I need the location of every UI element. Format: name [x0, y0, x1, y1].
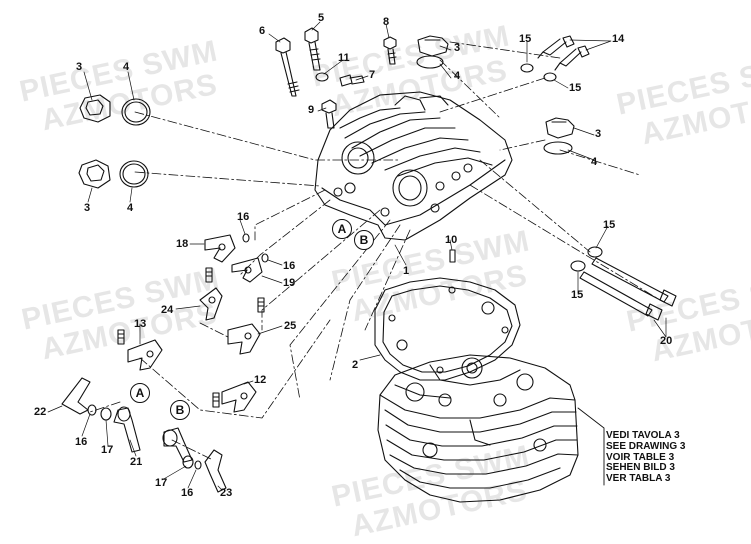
note-line: VER TABLA 3	[606, 473, 671, 485]
bolt-9	[321, 99, 337, 129]
note-line: VEDI TAVOLA 3	[606, 430, 680, 441]
callout-13: 13	[134, 318, 147, 330]
washer-16-d	[194, 460, 202, 470]
rocker-arm-24	[199, 287, 223, 321]
callout-16: 16	[237, 211, 250, 223]
callout-15: 15	[569, 82, 582, 94]
reference-circle-a: A	[332, 219, 352, 239]
o-ring-15-b	[543, 72, 557, 82]
cylinder-head	[377, 354, 579, 503]
rocker-arm-12	[221, 381, 257, 413]
callout-17: 17	[101, 444, 114, 456]
washer-16-c	[87, 404, 97, 416]
callout-23: 23	[220, 487, 233, 499]
callout-3: 3	[84, 202, 91, 214]
callout-17: 17	[155, 477, 168, 489]
o-ring-15-a	[520, 63, 534, 73]
washer-17-b	[182, 455, 194, 469]
callout-6: 6	[259, 25, 266, 37]
callout-24: 24	[161, 304, 174, 316]
callout-11: 11	[338, 52, 350, 64]
callout-15: 15	[603, 219, 616, 231]
rocker-arm-13	[127, 339, 163, 371]
plug-right-top	[417, 35, 449, 57]
callout-14: 14	[612, 33, 625, 45]
callout-19: 19	[283, 277, 296, 289]
exploded-parts-diagram: PIECES SWM AZMOTORS PIECES SWM AZMOTORS …	[17, 12, 751, 544]
callout-5: 5	[318, 12, 325, 24]
callout-22: 22	[34, 406, 47, 418]
long-bolt-20-b	[579, 271, 663, 321]
seal-ring-left-bottom-inner	[122, 163, 146, 185]
lever-23	[204, 449, 227, 493]
bolt-8	[383, 36, 397, 65]
callout-16: 16	[283, 260, 296, 272]
seal-right-top	[416, 55, 444, 69]
reference-circle-b: B	[354, 230, 374, 250]
callout-21: 21	[130, 456, 143, 468]
note-line: SEE DRAWING 3	[606, 440, 686, 452]
callout-4: 4	[123, 61, 130, 73]
callout-4: 4	[591, 156, 598, 168]
callout-1: 1	[403, 265, 410, 277]
seal-ring-left-top	[121, 98, 151, 126]
adjuster-screws	[117, 267, 265, 408]
washer-16-a	[242, 233, 250, 243]
note-line: VOIR TABLE 3	[606, 451, 675, 463]
dowel-10	[449, 249, 456, 263]
callout-16: 16	[181, 487, 194, 499]
callout-20: 20	[660, 335, 673, 347]
shaft-b	[162, 427, 193, 463]
washer-16-b	[261, 253, 269, 263]
lever-22	[61, 377, 91, 415]
washer-17-a	[100, 407, 112, 421]
callout-7: 7	[369, 69, 376, 81]
rocker-cover	[314, 91, 513, 241]
rocker-arm-18	[204, 234, 236, 263]
o-ring-15-c	[587, 246, 603, 258]
callout-4: 4	[454, 70, 461, 82]
seal-ring-left-top-inner	[124, 101, 148, 123]
plug-right-middle	[545, 117, 575, 139]
callout-15: 15	[519, 33, 532, 45]
stud-5	[304, 27, 321, 71]
o-ring-15-d	[570, 260, 586, 272]
reference-note: VEDI TAVOLA 3 SEE DRAWING 3 VOIR TABLE 3…	[606, 430, 686, 485]
bolt-7	[339, 74, 365, 87]
callout-9: 9	[308, 104, 315, 116]
callout-16: 16	[75, 436, 88, 448]
callout-leaders	[47, 21, 667, 491]
long-bolt-20-a	[591, 257, 677, 307]
shaft-21	[113, 406, 141, 453]
diagram-drawing	[47, 21, 677, 503]
rocker-arm-19	[231, 257, 263, 283]
seal-ring-left-bottom	[119, 160, 149, 188]
note-line: SEHEN BILD 3	[606, 462, 675, 474]
rocker-arm-25	[227, 323, 261, 355]
callout-18: 18	[176, 238, 189, 250]
callout-15: 15	[571, 289, 584, 301]
stud-14-lower	[554, 45, 590, 71]
callout-4: 4	[127, 202, 134, 214]
callout-3: 3	[76, 61, 83, 73]
bolt-6	[275, 37, 300, 97]
note-bracket	[577, 407, 605, 486]
callout-3: 3	[595, 128, 602, 140]
plug-left-bottom	[78, 159, 111, 189]
stud-14-upper	[537, 35, 575, 59]
reference-circle-a: A	[130, 383, 150, 403]
plug-left-top	[79, 94, 111, 123]
callout-3: 3	[454, 42, 461, 54]
head-gasket	[374, 277, 521, 381]
callout-10: 10	[445, 234, 458, 246]
callout-12: 12	[254, 374, 267, 386]
reference-circle-b: B	[170, 400, 190, 420]
callout-8: 8	[383, 16, 390, 28]
seal-right-middle	[543, 141, 573, 155]
callout-25: 25	[284, 320, 297, 332]
washer-11	[315, 72, 329, 82]
callout-2: 2	[352, 359, 359, 371]
